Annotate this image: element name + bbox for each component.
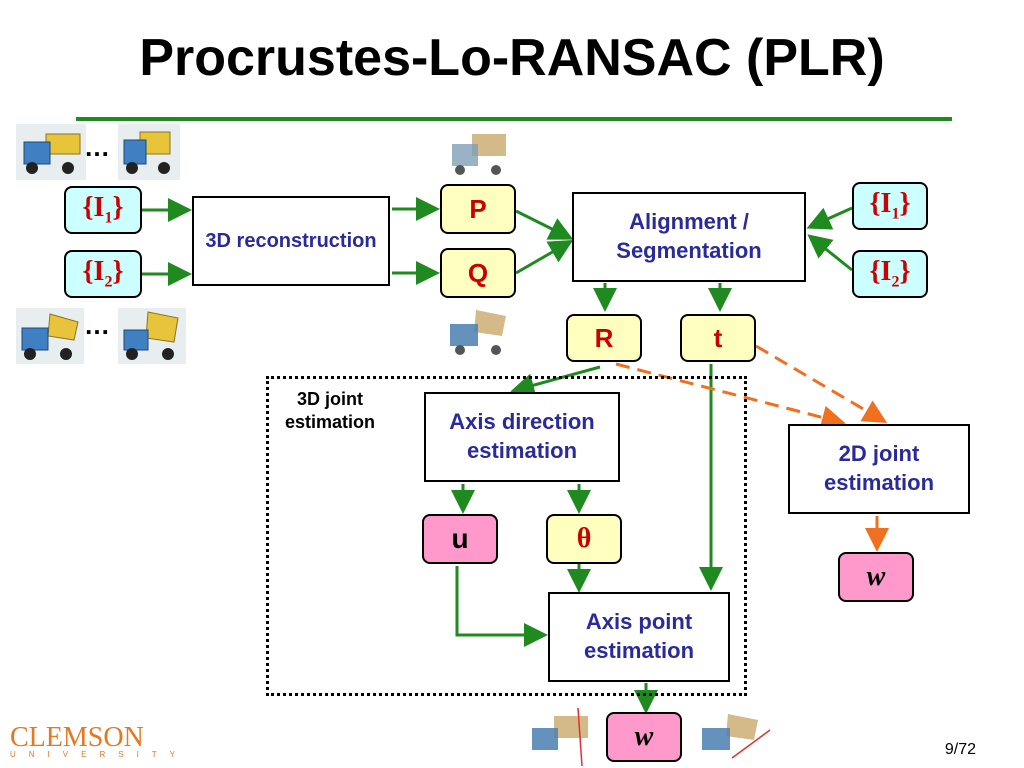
ellipsis-bottom: … [84,310,110,340]
subscript: 2 [104,273,113,291]
right-input-i2: {I2} [852,250,928,298]
joint-2d-box: 2D joint estimation [788,424,970,514]
subscript: 2 [891,273,900,291]
tag-u-label: u [451,523,469,554]
joint-3d-group-label: 3D joint estimation [284,389,376,433]
tag-p: P [440,184,516,234]
reconstruction-box: 3D reconstruction [192,196,390,286]
left-input-i2-label: {I2} [82,256,124,291]
tag-theta: θ [546,514,622,564]
tag-t: t [680,314,756,362]
tag-w-bottom-label: w [634,721,654,752]
truck-thumbnail-icon [16,124,86,180]
right-input-i2-label: {I2} [869,256,911,291]
clemson-logo: CLEMSON UNIVERSITY [10,722,188,759]
tag-w-right-label: w [866,561,886,592]
tag-u: u [422,514,498,564]
arrow-ri1-to-align [806,206,853,230]
left-input-i2: {I2} [64,250,142,298]
tag-w-right: w [838,552,914,602]
truck-thumbnail-icon [118,124,180,180]
axis-direction-box: Axis direction estimation [424,392,620,482]
axis-direction-label: Axis direction estimation [449,409,595,463]
right-input-i1-label: {I1} [869,188,911,223]
reconstruction-label: 3D reconstruction [205,230,377,252]
axis-point-label: Axis point estimation [583,609,695,663]
left-input-i1-label: {I1} [82,192,124,227]
axis-point-box: Axis point estimation [548,592,730,682]
tag-w-bottom: w [606,712,682,762]
arrow-u-to-axispoint [455,566,548,647]
joint-3d-group [266,376,747,696]
tag-theta-label: θ [576,523,592,554]
arrow-p-to-align [515,209,574,240]
ellipsis-top: … [84,132,110,162]
arrow-ri2-to-align [807,234,853,272]
subscript: 1 [891,205,900,223]
logo-main-text: CLEMSON [10,722,144,753]
right-input-i1: {I1} [852,182,928,230]
slide-title: Procrustes-Lo-RANSAC (PLR) [139,29,885,87]
dashed-r-to-2d [615,362,846,430]
title-underline [76,117,952,121]
subscript: 1 [104,209,113,227]
tag-q: Q [440,248,516,298]
point-cloud-thumbnail-icon [692,708,772,766]
truck-thumbnail-icon [118,308,186,364]
left-input-i1: {I1} [64,186,142,234]
page-number: 9/72 [944,741,976,758]
alignment-segmentation-label: Alignment / Segmentation [616,209,762,263]
joint-2d-label: 2D joint estimation [823,441,935,495]
tag-r: R [566,314,642,362]
arrow-q-to-align [515,240,574,275]
point-cloud-thumbnail-icon [442,304,516,360]
truck-thumbnail-icon [16,308,84,364]
dashed-t-to-2d [755,344,888,424]
point-cloud-thumbnail-icon [442,126,516,182]
alignment-segmentation-box: Alignment / Segmentation [572,192,806,282]
point-cloud-thumbnail-icon [522,708,598,766]
logo-sub-text: UNIVERSITY [10,750,189,759]
